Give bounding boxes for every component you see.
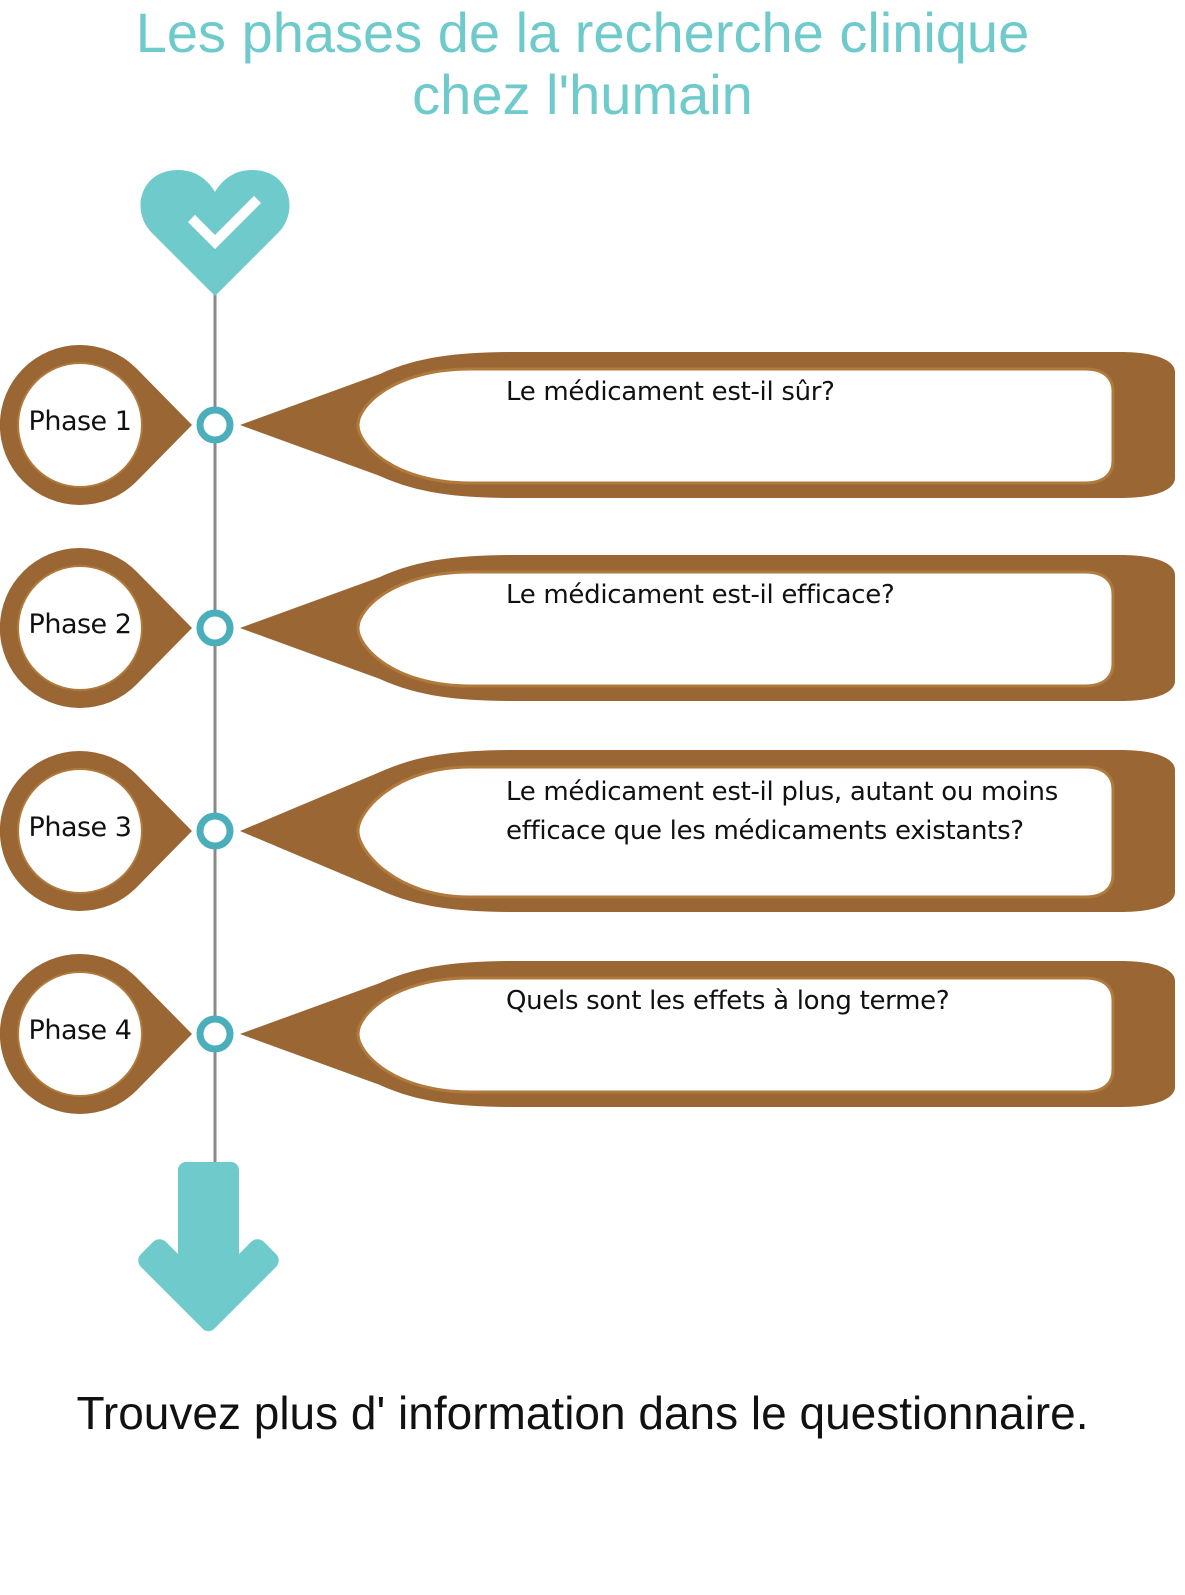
timeline-node	[196, 406, 234, 444]
callout-window	[356, 570, 1115, 688]
callout-window	[356, 976, 1115, 1094]
timeline-node	[196, 609, 234, 647]
phase-row-2	[0, 548, 1175, 708]
timeline-node	[196, 1015, 234, 1053]
phase-question-4: Quels sont les effets à long terme?	[506, 986, 950, 1016]
phase-label-2: Phase 2	[28, 609, 132, 640]
phase-pin-center	[19, 973, 141, 1095]
phase-row-3	[0, 750, 1175, 912]
phase-row-1	[0, 345, 1175, 505]
page-title: Les phases de la recherche clinique chez…	[0, 2, 1165, 126]
footer-cta: Trouvez plus d' information dans le ques…	[76, 1387, 1089, 1439]
phase-question-3: Le médicament est-il plus, autant ou moi…	[506, 777, 1058, 846]
title-line-1: Les phases de la recherche clinique	[135, 1, 1030, 64]
phase-label-3: Phase 3	[28, 812, 132, 843]
phase-pin-center	[19, 364, 141, 486]
title-line-2: chez l'humain	[412, 63, 753, 126]
callout-window	[356, 765, 1115, 899]
phase-label-4: Phase 4	[28, 1015, 132, 1046]
phase-pin-center	[19, 770, 141, 892]
timeline-node	[196, 812, 234, 850]
phase-question-1: Le médicament est-il sûr?	[506, 377, 835, 407]
phase-row-4	[0, 954, 1175, 1114]
phase-pin-center	[19, 567, 141, 689]
callout-window	[356, 367, 1115, 485]
phase-label-1: Phase 1	[28, 406, 132, 437]
phase-question-2: Le médicament est-il efficace?	[506, 580, 895, 610]
heart-check-icon	[140, 170, 290, 296]
arrow-down-icon	[138, 1162, 279, 1332]
